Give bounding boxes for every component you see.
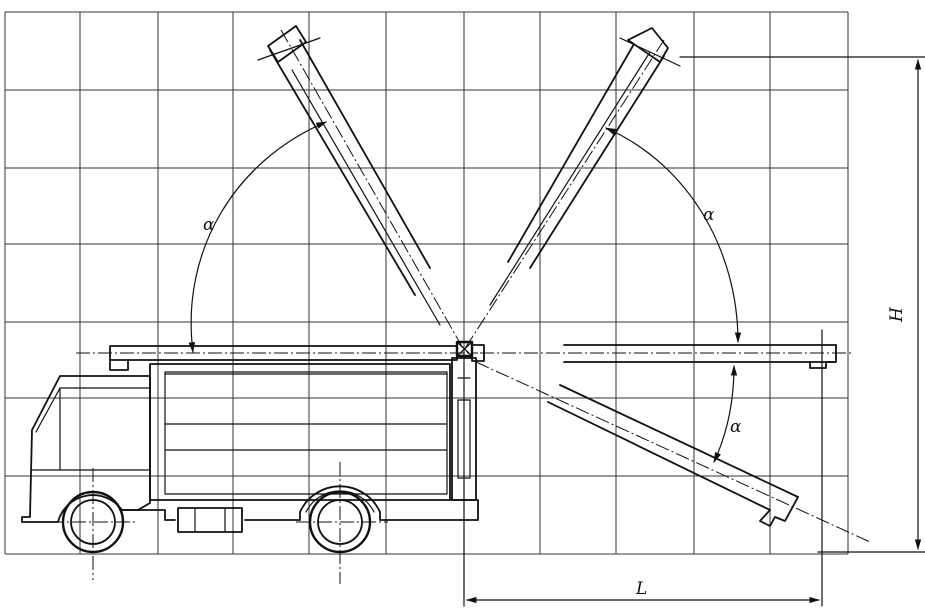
fire-truck (21, 340, 485, 584)
truck-cab (21, 375, 151, 523)
dimension-h (679, 56, 925, 553)
angle-label-upper-right: α (703, 205, 715, 225)
angle-label-lower-right: α (730, 417, 742, 437)
length-label: L (635, 579, 647, 599)
boom-horizontal-left (76, 345, 478, 371)
boom-upper-right (463, 27, 681, 351)
truck-body (149, 363, 451, 501)
boom-lower-right (475, 361, 871, 543)
front-wheel (50, 468, 138, 580)
dimension-l (463, 329, 823, 607)
background-grid (4, 11, 849, 555)
boom-horizontal-right (480, 344, 852, 369)
height-label: H (887, 306, 907, 323)
angle-label-upper-left: α (203, 215, 215, 235)
pump-box (177, 507, 243, 533)
angle-arcs (188, 121, 742, 463)
rear-wheel (296, 462, 388, 584)
boom-upper-left (257, 25, 465, 351)
